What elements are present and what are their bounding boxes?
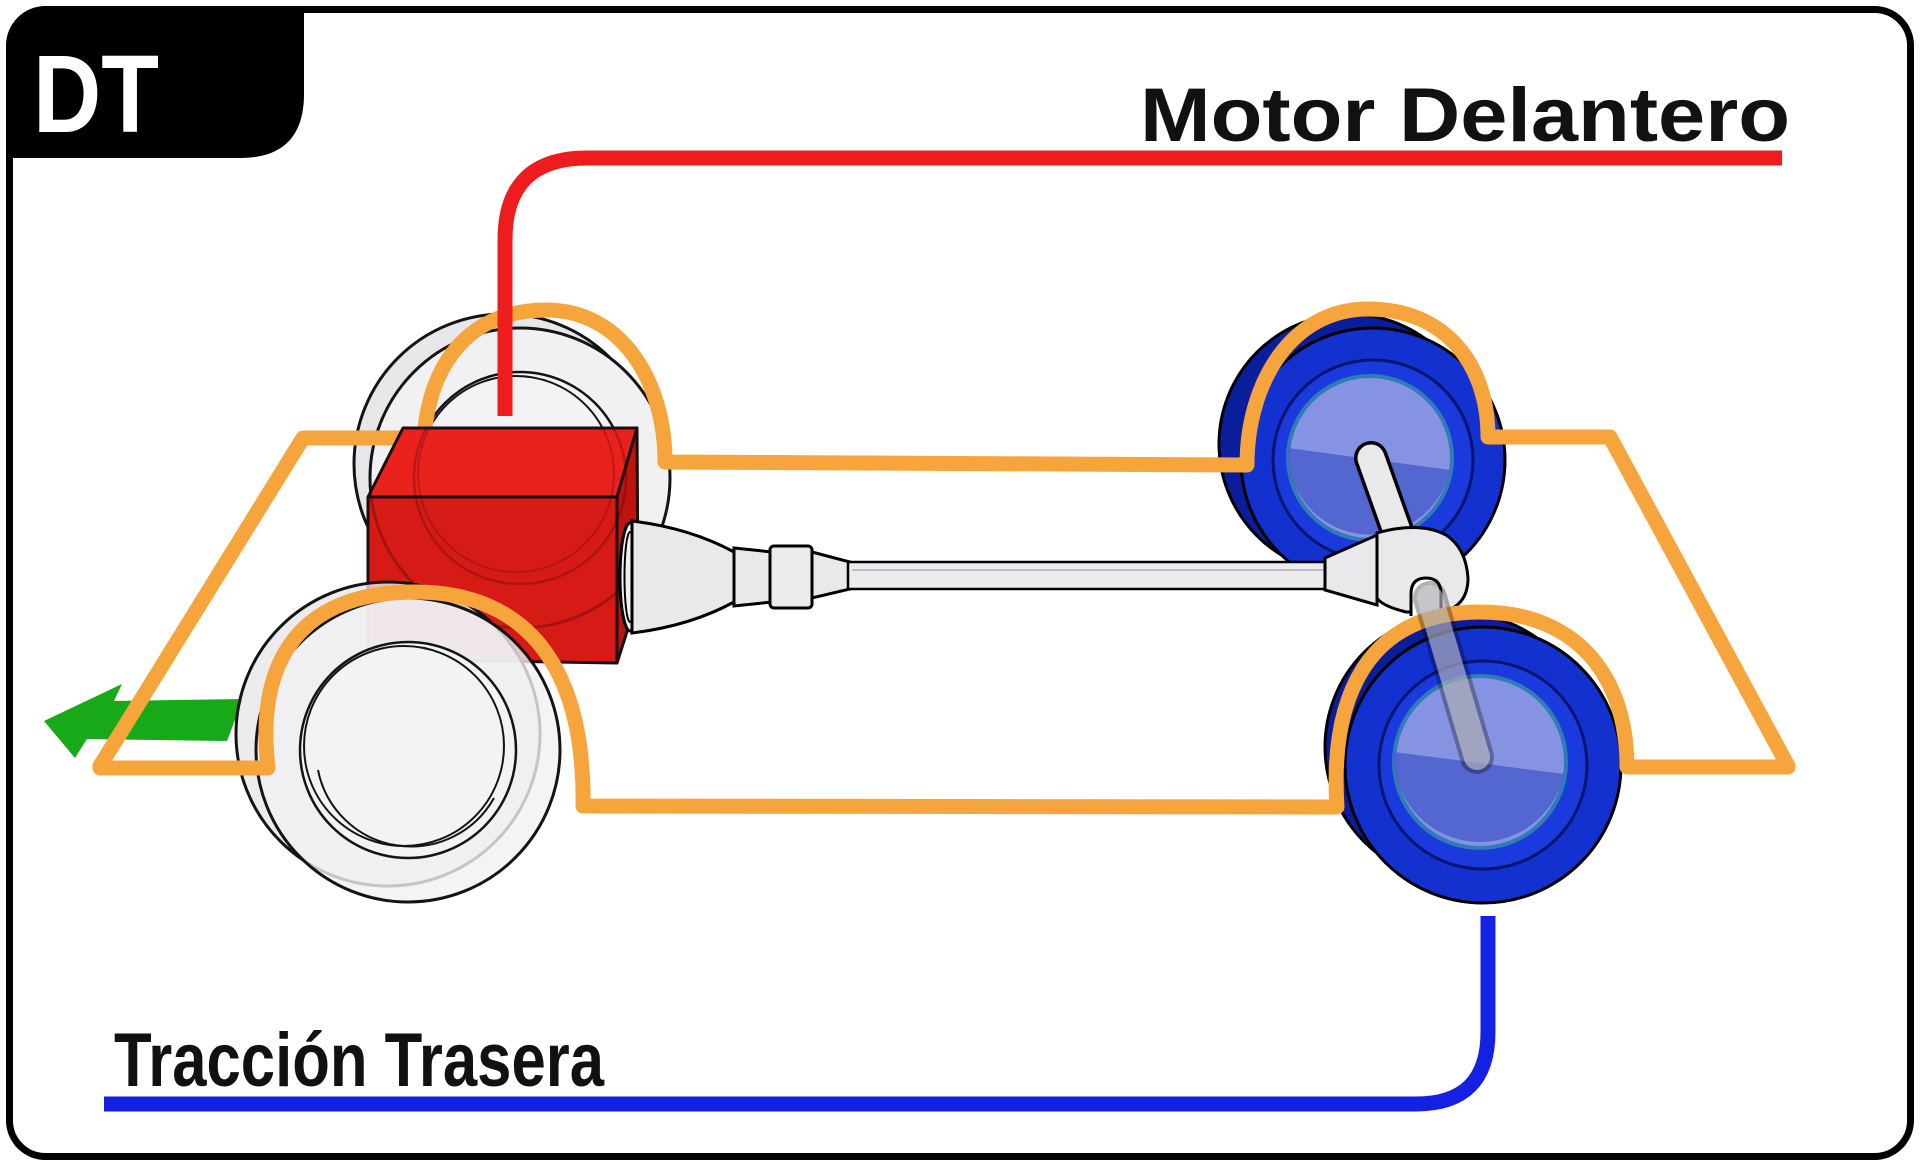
- front-engine-line: [497, 150, 1782, 416]
- wheel-rear-near-hub-shadow: [1393, 752, 1564, 842]
- driveshaft: [846, 560, 1332, 591]
- chassis-outline-lower: [92, 584, 1796, 815]
- dt-badge-label: DT: [33, 33, 159, 156]
- wheel-front-near-rim: [298, 640, 518, 860]
- transmission-collar: [768, 544, 814, 610]
- differential-cone: [1323, 532, 1379, 607]
- rear-traction-line: [104, 916, 1496, 1112]
- transmission-cone: [732, 546, 774, 608]
- rear-traction-label: Tracción Trasera: [114, 1018, 605, 1103]
- chassis-outline-upper: [92, 301, 1796, 774]
- rear-axle-near: [1413, 581, 1494, 774]
- direction-arrow-icon: [44, 684, 243, 758]
- wheel-front-near: [234, 580, 562, 904]
- dt-badge: [8, 8, 304, 158]
- driveshaft-tube: [846, 560, 1332, 591]
- wheel-front-near-barrel: [317, 769, 495, 848]
- transmission: [618, 519, 852, 635]
- engine-top-face: [366, 426, 639, 499]
- u-joint-housing: [1375, 525, 1470, 614]
- front-engine-label: Motor Delantero: [1140, 73, 1790, 158]
